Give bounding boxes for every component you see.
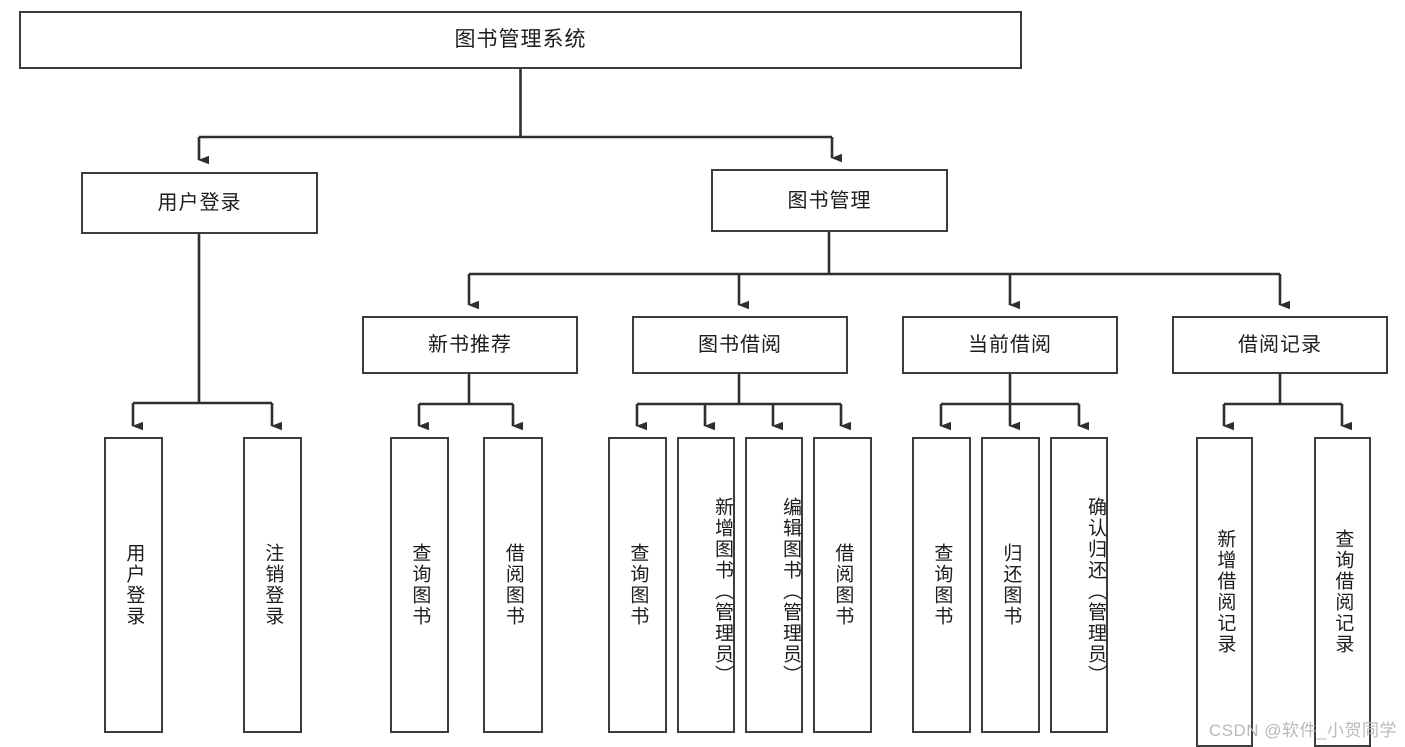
leaf-logout-login[interactable]: 注销登录 bbox=[243, 437, 302, 733]
node-root-system[interactable]: 图书管理系统 bbox=[19, 11, 1022, 69]
leaf-confirm-return-admin[interactable]: 确认归还（管理员） bbox=[1050, 437, 1108, 733]
node-user-login[interactable]: 用户登录 bbox=[81, 172, 318, 234]
leaf-return-book[interactable]: 归还图书 bbox=[981, 437, 1040, 733]
leaf-query-book-current[interactable]: 查询图书 bbox=[912, 437, 971, 733]
leaf-query-book-borrow[interactable]: 查询图书 bbox=[608, 437, 667, 733]
leaf-query-book-recommend[interactable]: 查询图书 bbox=[390, 437, 449, 733]
leaf-query-borrow-record[interactable]: 查询借阅记录 bbox=[1314, 437, 1371, 747]
leaf-borrow-book-borrow[interactable]: 借阅图书 bbox=[813, 437, 872, 733]
node-borrow-record[interactable]: 借阅记录 bbox=[1172, 316, 1388, 374]
leaf-add-borrow-record[interactable]: 新增借阅记录 bbox=[1196, 437, 1253, 747]
node-book-management[interactable]: 图书管理 bbox=[711, 169, 948, 232]
node-current-borrow[interactable]: 当前借阅 bbox=[902, 316, 1118, 374]
leaf-add-book-admin[interactable]: 新增图书（管理员） bbox=[677, 437, 735, 733]
leaf-edit-book-admin[interactable]: 编辑图书（管理员） bbox=[745, 437, 803, 733]
leaf-borrow-book-recommend[interactable]: 借阅图书 bbox=[483, 437, 543, 733]
leaf-user-login[interactable]: 用户登录 bbox=[104, 437, 163, 733]
node-book-borrow[interactable]: 图书借阅 bbox=[632, 316, 848, 374]
node-new-book-recommend[interactable]: 新书推荐 bbox=[362, 316, 578, 374]
